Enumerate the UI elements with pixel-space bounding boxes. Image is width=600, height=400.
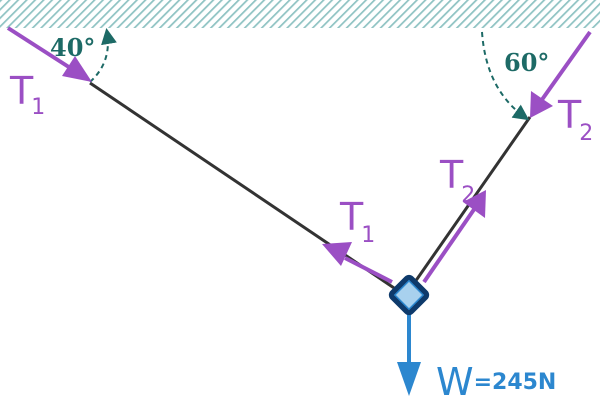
angle-label-left: 40° xyxy=(50,33,95,62)
angle-arc-right xyxy=(481,31,530,121)
t2-arrow-top xyxy=(530,30,592,118)
t1-arrow-block xyxy=(322,242,393,284)
weight-arrow xyxy=(397,312,421,396)
angle-label-right: 60° xyxy=(504,48,549,77)
rope-left xyxy=(89,81,401,294)
t2-label-block: T2 xyxy=(439,153,475,208)
hanging-mass-diamond-icon xyxy=(388,274,430,316)
angle-arc-left xyxy=(89,28,117,83)
weight-label: W=245N xyxy=(436,360,556,400)
t2-label-top: T2 xyxy=(557,93,593,146)
ceiling-hatch xyxy=(0,0,600,28)
t1-label-top: T1 xyxy=(9,69,45,120)
t2-arrow-block xyxy=(422,190,486,284)
t1-arrow-top xyxy=(6,26,92,82)
t1-label-block: T1 xyxy=(339,195,375,248)
